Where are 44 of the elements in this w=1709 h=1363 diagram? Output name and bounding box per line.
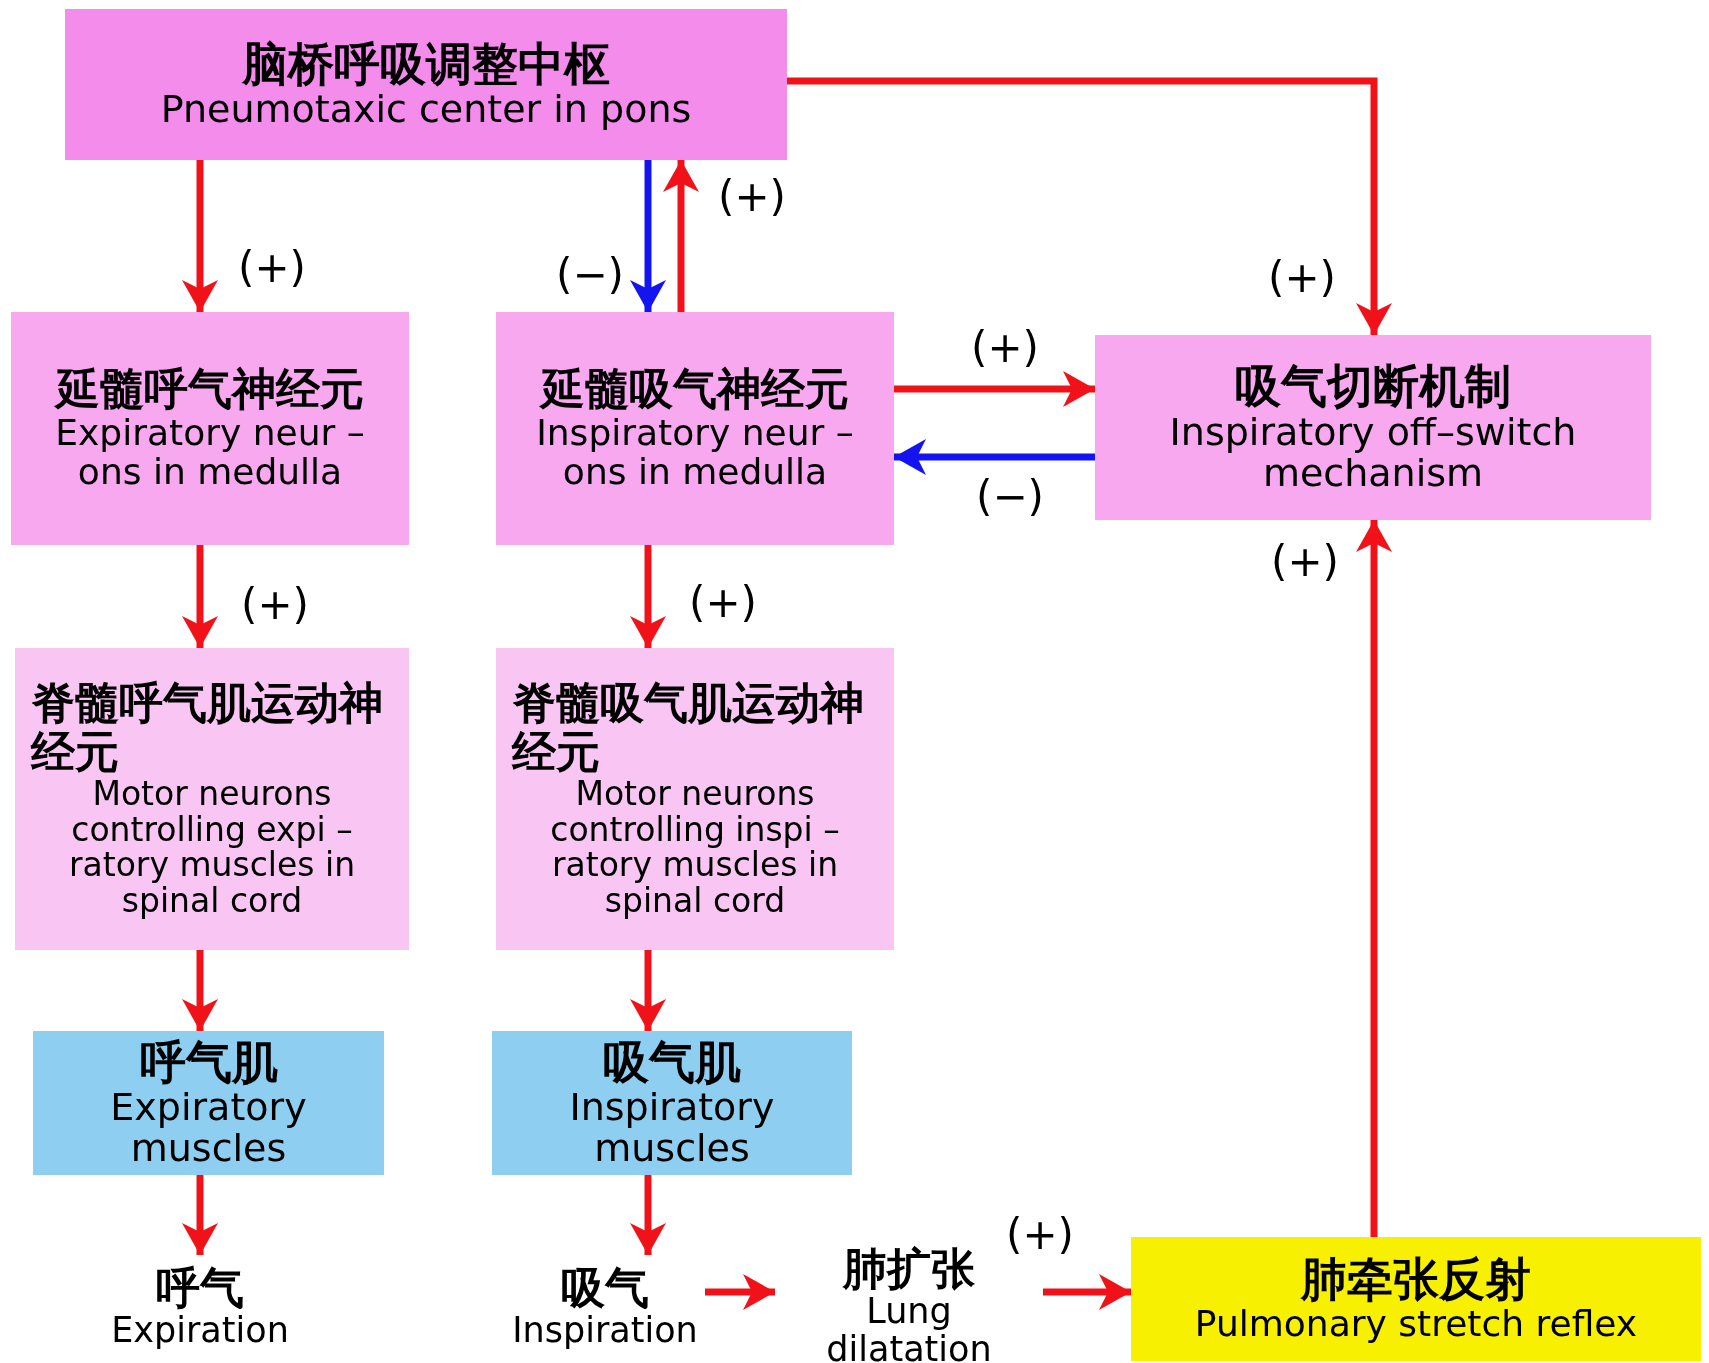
english-label: Expiratory neur –ons in medulla <box>54 413 366 492</box>
chinese-label: 呼气 <box>156 1263 244 1313</box>
english-label: Expiration <box>111 1312 289 1351</box>
arrow <box>894 439 1095 475</box>
arrow <box>182 950 218 1031</box>
arrow <box>182 545 218 648</box>
process-box <box>15 648 409 950</box>
chinese-label: 肺牵张反射 <box>1301 1254 1531 1305</box>
english-label: Lung dilatation <box>825 1293 993 1363</box>
chinese-label: 肺扩张 <box>843 1245 975 1294</box>
process-box <box>496 648 894 950</box>
reflex-box <box>1131 1237 1701 1361</box>
chinese-label: 吸气切断机制 <box>1235 361 1511 412</box>
chinese-label: 吸气肌 <box>603 1036 741 1088</box>
chinese-label: 脑桥呼吸调整中枢 <box>242 38 610 90</box>
english-label: Inspiratory muscles <box>568 1087 776 1170</box>
muscle-box <box>33 1031 384 1175</box>
arrow <box>787 77 1392 335</box>
arrow <box>894 371 1095 407</box>
arrow <box>630 950 666 1031</box>
muscle-box <box>492 1031 852 1175</box>
process-box <box>11 312 409 545</box>
chinese-label: 脊髓呼气肌运动神经元 <box>31 679 384 777</box>
arrow <box>630 545 666 648</box>
english-label: Pneumotaxic center in pons <box>160 89 692 131</box>
arrow <box>663 160 699 312</box>
chinese-label: 脊髓吸气肌运动神经元 <box>512 679 865 777</box>
process-box <box>65 9 787 160</box>
arrow <box>182 160 218 312</box>
english-label: Inspiration <box>512 1312 698 1351</box>
arrow <box>630 160 666 312</box>
english-label: Inspiratory neur –ons in medulla <box>535 413 855 492</box>
english-label: Inspiratory off–switch mechanism <box>1168 411 1578 494</box>
english-label: Motor neurons controlling inspi –ratory muscles in spinal cord <box>549 776 841 919</box>
chinese-label: 吸气 <box>561 1263 649 1313</box>
chinese-label: 延髓吸气神经元 <box>541 365 849 414</box>
chinese-label: 呼气肌 <box>139 1036 278 1088</box>
chinese-label: 延髓呼气神经元 <box>56 365 364 414</box>
english-label: Expiratory muscles <box>109 1087 308 1170</box>
english-label: Motor neurons controlling expi –ratory muscles in spinal cord <box>67 776 357 919</box>
english-label: Pulmonary stretch reflex <box>1194 1304 1638 1344</box>
process-box <box>1095 335 1651 520</box>
process-box <box>496 312 894 545</box>
arrow <box>1356 520 1392 1237</box>
